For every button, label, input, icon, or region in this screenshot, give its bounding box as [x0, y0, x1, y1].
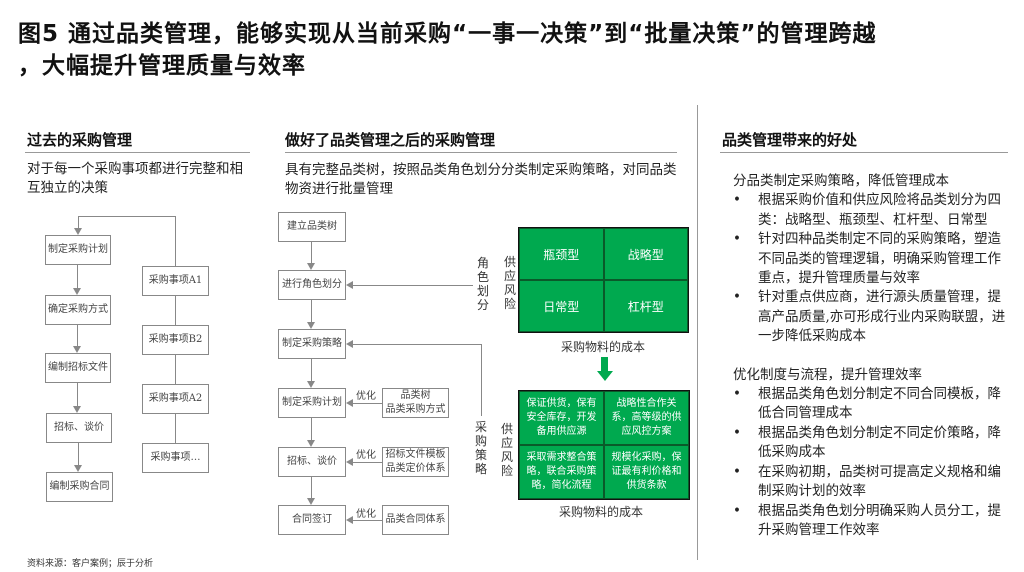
benefit-bullet: 针对重点供应商，进行源头质量管理，提高产品质量,亦可形成行业内采购联盟，进一步降… [733, 288, 1013, 346]
past-description: 对于每一个采购事项都进行完整和相互独立的决策 [27, 161, 243, 196]
connector [77, 383, 78, 406]
loop-connector [78, 216, 176, 217]
input-box: 品类树 品类采购方式 [382, 388, 449, 418]
benefit-group-title: 优化制度与流程，提升管理效率 [733, 366, 922, 383]
input-box: 招标文件模板 品类定价体系 [382, 447, 449, 477]
arrow-down-icon [307, 322, 315, 329]
arrow-left-icon [346, 399, 353, 407]
connector [311, 359, 312, 381]
after-underline [285, 152, 677, 153]
arrow-down-icon [307, 263, 315, 270]
matrix1-y-label: 供应风险 [503, 255, 516, 311]
after-description: 具有完整品类树，按照品类角色划分分类制定采购策略，对同品类物资进行批量管理 [285, 162, 677, 197]
down-arrow-head-icon [597, 371, 613, 381]
arrow-left-icon [346, 516, 353, 524]
benefit-bullet: 根据品类角色划分制定不同定价策略，降低采购成本 [733, 424, 1013, 463]
optimize-label: 优化 [356, 509, 376, 520]
connector [352, 403, 382, 404]
after-step: 进行角色划分 [278, 270, 346, 300]
down-arrow-icon [601, 357, 608, 372]
past-step: 编制招标文件 [45, 353, 111, 383]
matrix2-x-label: 采购物料的成本 [559, 505, 644, 519]
arrow-down-icon [74, 228, 82, 235]
after-step: 合同签订 [278, 505, 346, 535]
matrix-cell: 战略型 [603, 228, 688, 280]
after-step: 制定采购计划 [278, 388, 346, 418]
connector [78, 216, 79, 229]
category-matrix: 瓶颈型 战略型 日常型 杠杆型 [518, 227, 689, 333]
input-box: 品类合同体系 [382, 505, 449, 535]
past-step: 编制采购合同 [46, 472, 113, 502]
strategy-matrix: 保证供货，保有安全库存，开发备用供应源 战略性合作关系，高等级的供应风控方案 采… [518, 390, 690, 500]
past-underline [25, 152, 250, 153]
arrow-down-icon [73, 406, 81, 413]
role-connector [353, 285, 473, 286]
benefits-list: 分品类制定采购策略，降低管理成本 根据采购价值和供应风险将品类划分为四类：战略型… [733, 172, 1013, 540]
page-title: 图5 通过品类管理，能够实现从当前采购“一事一决策”到“批量决策”的管理跨越 [18, 21, 877, 47]
past-heading: 过去的采购管理 [27, 131, 133, 149]
purchase-item: 采购事项… [142, 443, 209, 473]
benefits-underline [720, 152, 1008, 153]
role-division-label: 角色划分 [476, 256, 489, 312]
matrix1-x-label: 采购物料的成本 [561, 340, 646, 354]
page-title-line2: ，大幅提升管理质量与效率 [18, 53, 306, 79]
purchase-item: 采购事项A1 [142, 266, 209, 296]
matrix-cell: 日常型 [519, 280, 604, 332]
matrix-cell: 保证供货，保有安全库存，开发备用供应源 [519, 391, 604, 445]
section-divider [697, 105, 698, 560]
after-step: 招标、谈价 [278, 447, 346, 477]
connector [311, 418, 312, 440]
strategy-connector [353, 344, 482, 345]
matrix-cell: 杠杆型 [603, 280, 688, 332]
benefit-bullet: 根据采购价值和供应风险将品类划分为四类：战略型、瓶颈型、杠杆型、日常型 [733, 191, 1013, 230]
source-note: 资料来源：客户案例；辰于分析 [27, 559, 154, 569]
arrow-down-icon [73, 288, 81, 295]
past-step: 招标、谈价 [46, 413, 112, 443]
connector [77, 325, 78, 346]
benefit-bullet: 在采购初期，品类树可提高定义规格和编制采购计划的效率 [733, 463, 1013, 502]
connector [352, 462, 382, 463]
arrow-down-icon [307, 381, 315, 388]
connector [77, 265, 78, 288]
after-step: 建立品类树 [278, 212, 346, 242]
benefit-bullet: 根据品类角色划分制定不同合同模板，降低合同管理成本 [733, 385, 1013, 424]
benefit-group-title: 分品类制定采购策略，降低管理成本 [733, 173, 949, 189]
purchase-item: 采购事项A2 [142, 384, 209, 414]
optimize-label: 优化 [356, 391, 376, 402]
arrow-down-icon [73, 346, 81, 353]
purchase-item: 采购事项B2 [142, 325, 209, 355]
benefit-bullet: 针对四种品类制定不同的采购策略，塑造不同品类的管理逻辑，明确采购管理工作重点，提… [733, 230, 1013, 288]
optimize-label: 优化 [356, 450, 376, 461]
strategy-connector [481, 344, 482, 416]
past-step: 确定采购方式 [45, 295, 111, 325]
connector [311, 477, 312, 498]
past-step: 制定采购计划 [45, 235, 111, 265]
connector [311, 242, 312, 263]
arrow-left-icon [346, 281, 353, 289]
arrow-left-icon [346, 340, 353, 348]
benefits-heading: 品类管理带来的好处 [722, 131, 858, 149]
matrix-cell: 采取需求整合策略，联合采购策略，简化流程 [519, 445, 604, 499]
matrix2-y-label: 供应风险 [500, 422, 513, 478]
arrow-left-icon [346, 458, 353, 466]
matrix-cell: 战略性合作关系，高等级的供应风控方案 [604, 391, 689, 445]
arrow-down-icon [307, 498, 315, 505]
after-heading: 做好了品类管理之后的采购管理 [285, 131, 496, 149]
strategy-label: 采购策略 [474, 420, 487, 476]
arrow-down-icon [307, 440, 315, 447]
matrix-cell: 瓶颈型 [519, 228, 604, 280]
arrow-down-icon [74, 465, 82, 472]
connector [78, 443, 79, 465]
connector [352, 520, 382, 521]
after-step: 制定采购策略 [278, 329, 346, 359]
benefit-bullet: 根据品类角色划分明确采购人员分工，提升采购管理工作效率 [733, 502, 1013, 541]
connector [311, 300, 312, 322]
matrix-cell: 规模化采购，保证最有利价格和供货条款 [604, 445, 689, 499]
